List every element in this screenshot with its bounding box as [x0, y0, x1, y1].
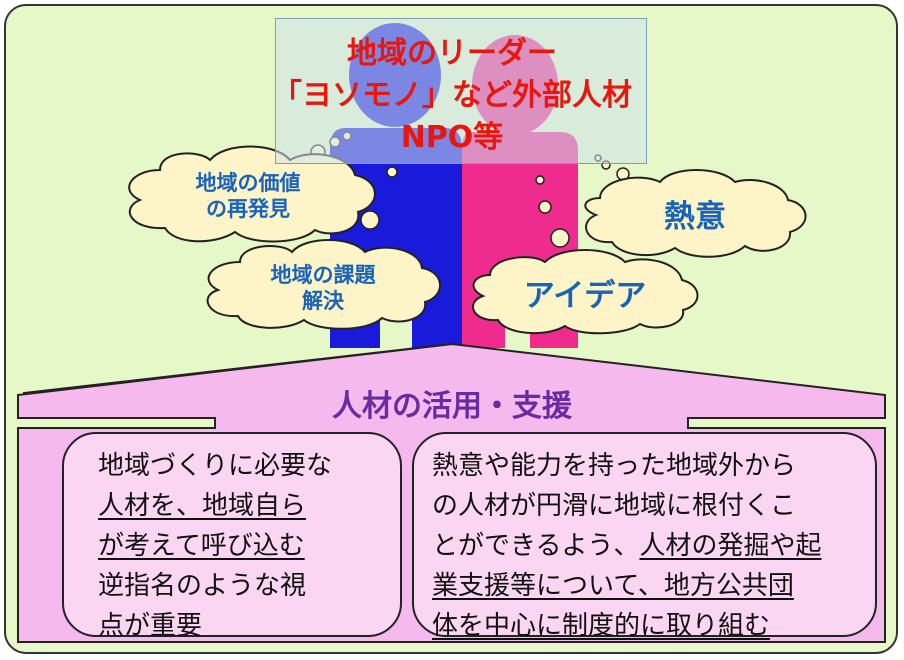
cloud-idea — [472, 249, 699, 335]
cloud-problem-line-2: 解決 — [302, 289, 344, 313]
title-line-3: NPO等 — [400, 120, 504, 155]
title-box — [275, 18, 647, 164]
left-line-5: 点が重要 — [98, 611, 203, 641]
right-line-5: 体を中心に制度的に取り組む — [432, 611, 771, 641]
cloud-enthusiasm — [584, 169, 807, 258]
right-line-4: 業支援等について、地方公共団 — [432, 571, 794, 601]
cloud-enthusiasm-text: 熱意 — [664, 199, 726, 235]
left-line-4: 逆指名のような視 — [98, 571, 307, 601]
cloud-value-line-1: 地域の価値 — [195, 171, 301, 195]
cloud-problem-solving-text: 地域の課題 解決 — [238, 262, 408, 314]
arrow-label: 人材の活用・支援 — [332, 389, 572, 424]
title-line-1: 地域のリーダー — [347, 36, 557, 71]
right-line-3: とができるよう、人材の発掘や起 — [432, 526, 822, 566]
left-line-3: が考えて呼び込む — [98, 531, 305, 561]
cloud-problem-line-1: 地域の課題 — [270, 263, 376, 287]
cloud-problem-solving — [206, 239, 441, 330]
cloud-value-rediscovery — [128, 145, 376, 243]
right-line-3a: とができるよう、 — [432, 531, 640, 561]
left-line-2: 人材を、地域自ら — [98, 491, 307, 521]
left-line-1: 地域づくりに必要な — [98, 451, 333, 481]
right-panel-text: 熱意や能力を持った地域外から の人材が円滑に地域に根付くこ とができるよう、人材… — [432, 446, 822, 646]
left-panel — [62, 432, 402, 637]
right-panel — [412, 432, 877, 637]
right-line-3b: 人材の発掘や起 — [639, 531, 822, 561]
left-panel-text: 地域づくりに必要な 人材を、地域自ら が考えて呼び込む 逆指名のような視 点が重… — [98, 446, 332, 646]
title-line-2: 「ヨソモノ」など外部人材 — [272, 78, 632, 113]
right-line-2: の人材が円滑に地域に根付くこ — [432, 491, 797, 521]
cloud-idea-text: アイデア — [523, 278, 647, 314]
cloud-value-rediscovery-text: 地域の価値 の再発見 — [158, 170, 338, 222]
cloud-value-line-2: の再発見 — [206, 197, 290, 221]
right-line-1: 熱意や能力を持った地域外から — [432, 451, 797, 481]
